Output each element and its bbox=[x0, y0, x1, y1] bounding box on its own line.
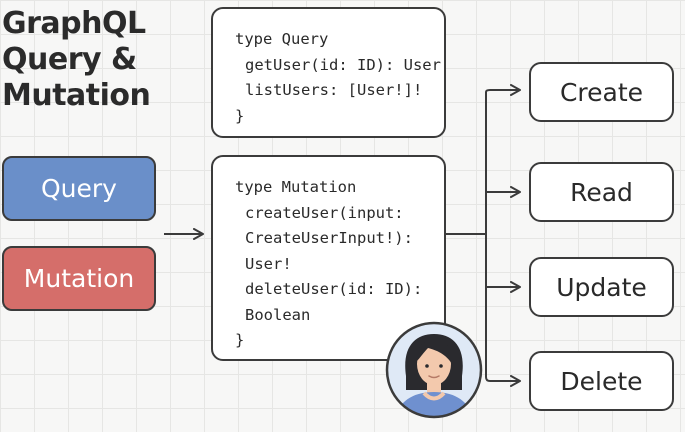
avatar-eye-right bbox=[439, 364, 443, 368]
query-type-close-brace: } bbox=[235, 106, 245, 125]
mutation-field-deleteuser-return: Boolean bbox=[245, 305, 311, 324]
diagram-title: GraphQL Query & Mutation bbox=[2, 6, 151, 114]
mutation-type-box: type Mutation createUser(input: CreateUs… bbox=[211, 155, 446, 361]
arrow-right-icon bbox=[485, 84, 521, 96]
title-line-3: Mutation bbox=[2, 78, 151, 113]
avatar-outline bbox=[385, 321, 483, 419]
title-line-1: GraphQL bbox=[2, 6, 146, 41]
user-avatar-icon bbox=[385, 321, 483, 419]
mutation-pill: Mutation bbox=[2, 246, 156, 311]
title-line-2: Query & bbox=[2, 42, 137, 77]
mutation-field-createuser: createUser(input: bbox=[245, 203, 404, 222]
delete-action-box: Delete bbox=[529, 351, 674, 411]
update-action-box: Update bbox=[529, 257, 674, 317]
mutation-field-createuser-return: User! bbox=[245, 254, 292, 273]
branch-trunk-line bbox=[446, 92, 487, 377]
avatar-mouth bbox=[428, 375, 440, 379]
query-type-box: type Query getUser(id: ID): User listUse… bbox=[211, 7, 446, 138]
avatar-collar bbox=[422, 391, 446, 401]
avatar-hair-fringe bbox=[416, 340, 453, 364]
query-type-header: type Query bbox=[235, 30, 329, 48]
query-field-getuser: getUser(id: ID): User bbox=[245, 55, 441, 74]
avatar-shirt bbox=[392, 392, 476, 417]
query-field-listusers: listUsers: [User!]! bbox=[245, 81, 423, 99]
avatar-eye-left bbox=[425, 364, 429, 368]
mutation-field-deleteuser: deleteUser(id: ID): bbox=[245, 280, 423, 298]
mutation-type-header: type Mutation bbox=[235, 178, 357, 196]
mutation-field-createuser-input: CreateUserInput!): bbox=[245, 229, 413, 247]
read-action-box: Read bbox=[529, 162, 674, 222]
query-pill: Query bbox=[2, 156, 156, 221]
arrow-right-icon bbox=[485, 375, 521, 387]
create-action-box: Create bbox=[529, 62, 674, 122]
mutation-type-close-brace: } bbox=[235, 331, 245, 349]
